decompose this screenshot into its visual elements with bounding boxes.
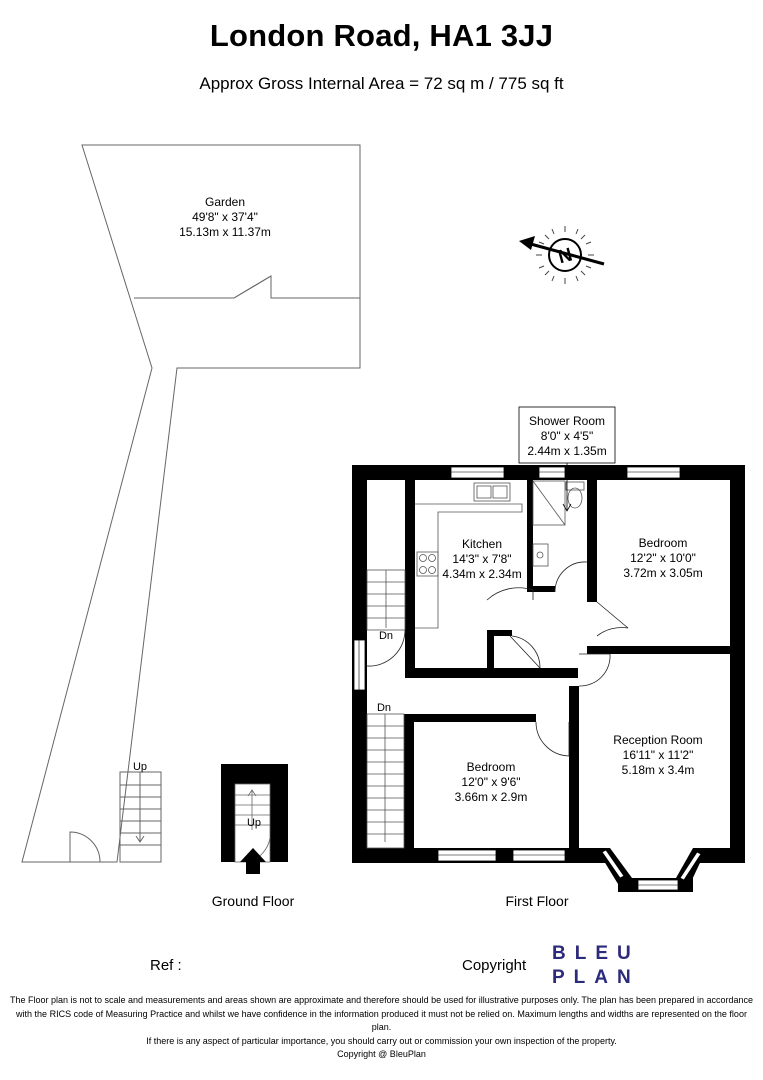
area-subtitle: Approx Gross Internal Area = 72 sq m / 7… (199, 74, 564, 93)
copyright-label: Copyright (462, 957, 527, 974)
svg-text:2.44m x 1.35m: 2.44m x 1.35m (527, 444, 606, 458)
fixtures (366, 480, 585, 849)
svg-text:Reception Room: Reception Room (613, 733, 702, 747)
doors (366, 561, 629, 757)
svg-text:Garden: Garden (205, 195, 245, 209)
ground-floor-label: Ground Floor (212, 893, 295, 909)
upper-stair-down-label: Dn (379, 630, 393, 642)
ground-stair-up-label: Up (133, 761, 147, 773)
svg-text:3.66m x 2.9m: 3.66m x 2.9m (455, 790, 528, 804)
disclaimer-line-1: The Floor plan is not to scale and measu… (9, 995, 754, 1005)
compass-north-letter: N (556, 245, 575, 269)
garden-outline (21, 144, 361, 863)
compass-icon: N (519, 226, 605, 284)
disclaimer-line-2: with the RICS code of Measuring Practice… (16, 1008, 747, 1033)
svg-text:Bedroom: Bedroom (467, 760, 516, 774)
stairwell-up-label: Up (247, 817, 261, 829)
logo-line-1: BLEU (552, 943, 640, 964)
svg-text:12'0" x 9'6": 12'0" x 9'6" (461, 775, 520, 789)
shower-room-label: Shower Room 8'0" x 4'5" 2.44m x 1.35m (518, 406, 616, 512)
bedroom-2-label: Bedroom 12'0" x 9'6" 3.66m x 2.9m (455, 760, 528, 804)
svg-text:16'11" x 11'2": 16'11" x 11'2" (623, 748, 694, 762)
bleuplan-logo: BLEU PLAN (552, 942, 632, 990)
logo-line-2: PLAN (552, 967, 640, 988)
reception-room-label: Reception Room 16'11" x 11'2" 5.18m x 3.… (613, 733, 702, 777)
svg-text:49'8" x 37'4": 49'8" x 37'4" (192, 210, 258, 224)
disclaimer-line-3: If there is any aspect of particular imp… (146, 1035, 617, 1046)
svg-text:Kitchen: Kitchen (462, 537, 502, 551)
page-title: London Road, HA1 3JJ (209, 18, 554, 53)
svg-text:8'0" x 4'5": 8'0" x 4'5" (541, 429, 593, 443)
svg-text:14'3" x 7'8": 14'3" x 7'8" (452, 552, 511, 566)
lower-stair-down-label: Dn (377, 702, 391, 714)
ground-floor-stairwell (221, 764, 288, 874)
first-floor-label: First Floor (506, 893, 569, 909)
first-floor-walls (352, 465, 745, 892)
svg-text:4.34m x 2.34m: 4.34m x 2.34m (442, 567, 521, 581)
reference-label: Ref : (150, 957, 182, 974)
svg-text:3.72m x 3.05m: 3.72m x 3.05m (623, 566, 702, 580)
garden-label: Garden 49'8" x 37'4" 15.13m x 11.37m (179, 195, 271, 239)
svg-text:Shower Room: Shower Room (529, 414, 605, 428)
disclaimer: The Floor plan is not to scale and measu… (6, 994, 757, 1062)
disclaimer-line-4: Copyright @ BleuPlan (337, 1049, 426, 1059)
kitchen-label: Kitchen 14'3" x 7'8" 4.34m x 2.34m (442, 537, 521, 581)
svg-text:Bedroom: Bedroom (639, 536, 688, 550)
svg-text:12'2" x 10'0": 12'2" x 10'0" (630, 551, 696, 565)
bedroom-1-label: Bedroom 12'2" x 10'0" 3.72m x 3.05m (623, 536, 702, 580)
svg-text:15.13m x 11.37m: 15.13m x 11.37m (179, 225, 271, 239)
svg-text:5.18m x 3.4m: 5.18m x 3.4m (622, 763, 695, 777)
